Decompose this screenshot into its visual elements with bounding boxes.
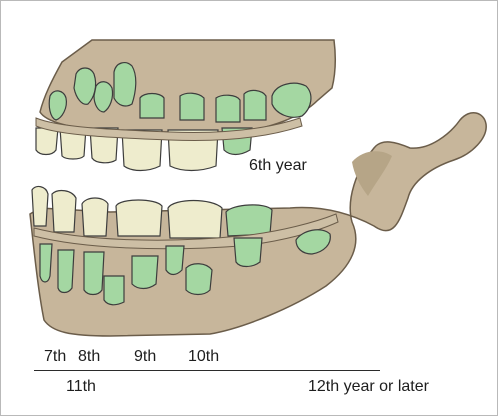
label-6th-year: 6th year [249,157,307,175]
upper-deciduous-tooth [36,128,58,155]
lower-deciduous-tooth [168,201,222,239]
upper-permanent-tooth [180,93,204,120]
timeline-rule [34,370,380,371]
upper-permanent-tooth [216,95,240,122]
upper-permanent-tooth [244,90,266,120]
lower-permanent-tooth [132,256,158,289]
lower-permanent-tooth [186,264,212,295]
label-9th: 9th [134,348,156,366]
label-7th: 7th [44,348,66,366]
lower-deciduous-tooth [116,200,162,236]
label-8th: 8th [78,348,100,366]
label-11th: 11th [66,378,96,396]
lower-deciduous-tooth [32,187,48,226]
upper-permanent-tooth [140,94,164,119]
label-12th-year-or-later: 12th year or later [308,378,429,396]
upper-third-molar [272,83,311,117]
lower-permanent-tooth [84,252,104,295]
lower-permanent-tooth [234,238,262,267]
lower-first-molar [226,205,272,236]
lower-deciduous-tooth [82,198,108,236]
upper-permanent-tooth [114,63,136,106]
lower-permanent-tooth [166,246,184,275]
lower-permanent-tooth [58,250,74,293]
lower-permanent-tooth [40,244,52,282]
lower-permanent-tooth [104,276,124,305]
label-10th: 10th [188,348,219,366]
lower-deciduous-tooth [52,191,76,232]
